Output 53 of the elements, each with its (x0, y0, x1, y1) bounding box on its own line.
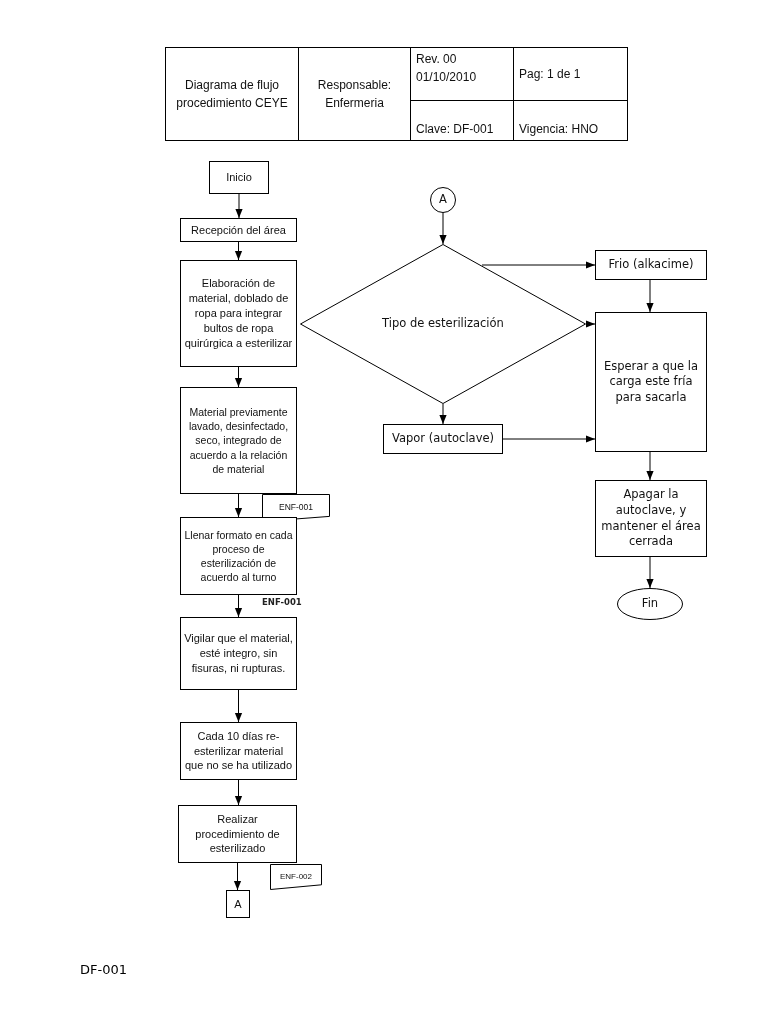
off-page-connector (226, 890, 250, 918)
process-box (180, 617, 297, 690)
step-text: Fin (640, 596, 660, 612)
arrow (234, 779, 243, 806)
header-cell: Vigencia: HNO (513, 100, 628, 141)
arrow (439, 212, 447, 245)
document-code: ENF-001 (262, 597, 302, 607)
process-box (180, 517, 297, 595)
arrow (233, 862, 242, 891)
process-box (180, 260, 297, 367)
arrow (585, 320, 596, 328)
process-box (595, 312, 707, 452)
process-box (180, 722, 297, 780)
start-box (209, 161, 269, 194)
process-box (178, 805, 297, 863)
arrow (234, 366, 243, 388)
step-text: A (438, 192, 448, 208)
step-text: Material previamente lavado, desinfectado, seco, integrado de acuerdo a la relación de material (187, 405, 290, 476)
process-box (595, 480, 707, 557)
step-text: Apagar la autoclave, y mantener el área cerrada (600, 487, 702, 550)
arrow (234, 689, 243, 723)
arrow (234, 594, 243, 618)
header-cell: Pag: 1 de 1 (513, 47, 628, 101)
arrow (234, 493, 243, 518)
step-text: Inicio (225, 170, 253, 185)
step-text: Elaboración de material, doblado de ropa para integrar bultos de ropa quirúrgica a esterilizar (183, 276, 294, 351)
arrow (502, 435, 596, 443)
step-text: Frio (alkacime) (607, 257, 695, 273)
process-box (180, 387, 297, 494)
arrow (646, 451, 654, 481)
step-text: Llenar formato en cada proceso de esterilización de acuerdo al turno (183, 527, 294, 585)
header-cell: Responsable: Enfermeria (298, 47, 411, 141)
header-cell: Diagrama de flujo procedimiento CEYE (165, 47, 299, 141)
process-box (383, 424, 503, 454)
step-text: Vigilar que el material, esté integro, sin fisuras, ni rupturas. (183, 631, 294, 676)
step-text: Realizar procedimiento de esterilizado (194, 811, 281, 857)
step-text: Esperar a que la carga este fría para sacarla (602, 358, 700, 406)
arrow (646, 556, 654, 589)
step-text: Cada 10 días re-esterilizar material que no se ha utilizado (184, 728, 293, 774)
step-text: A (233, 896, 243, 912)
document-code: ENF-001 (278, 502, 314, 514)
step-text: Tipo de esterilización (381, 316, 505, 332)
step-text: Vapor (autoclave) (390, 431, 495, 447)
process-box (595, 250, 707, 280)
document-code: ENF-002 (279, 871, 313, 883)
arrow (646, 279, 654, 313)
arrow (234, 241, 243, 261)
step-text: Recepción del área (190, 222, 287, 238)
arrow (439, 403, 447, 425)
process-box (180, 218, 297, 242)
arrow (235, 193, 243, 219)
document-code: DF-001 (80, 962, 127, 977)
arrow (481, 261, 596, 269)
